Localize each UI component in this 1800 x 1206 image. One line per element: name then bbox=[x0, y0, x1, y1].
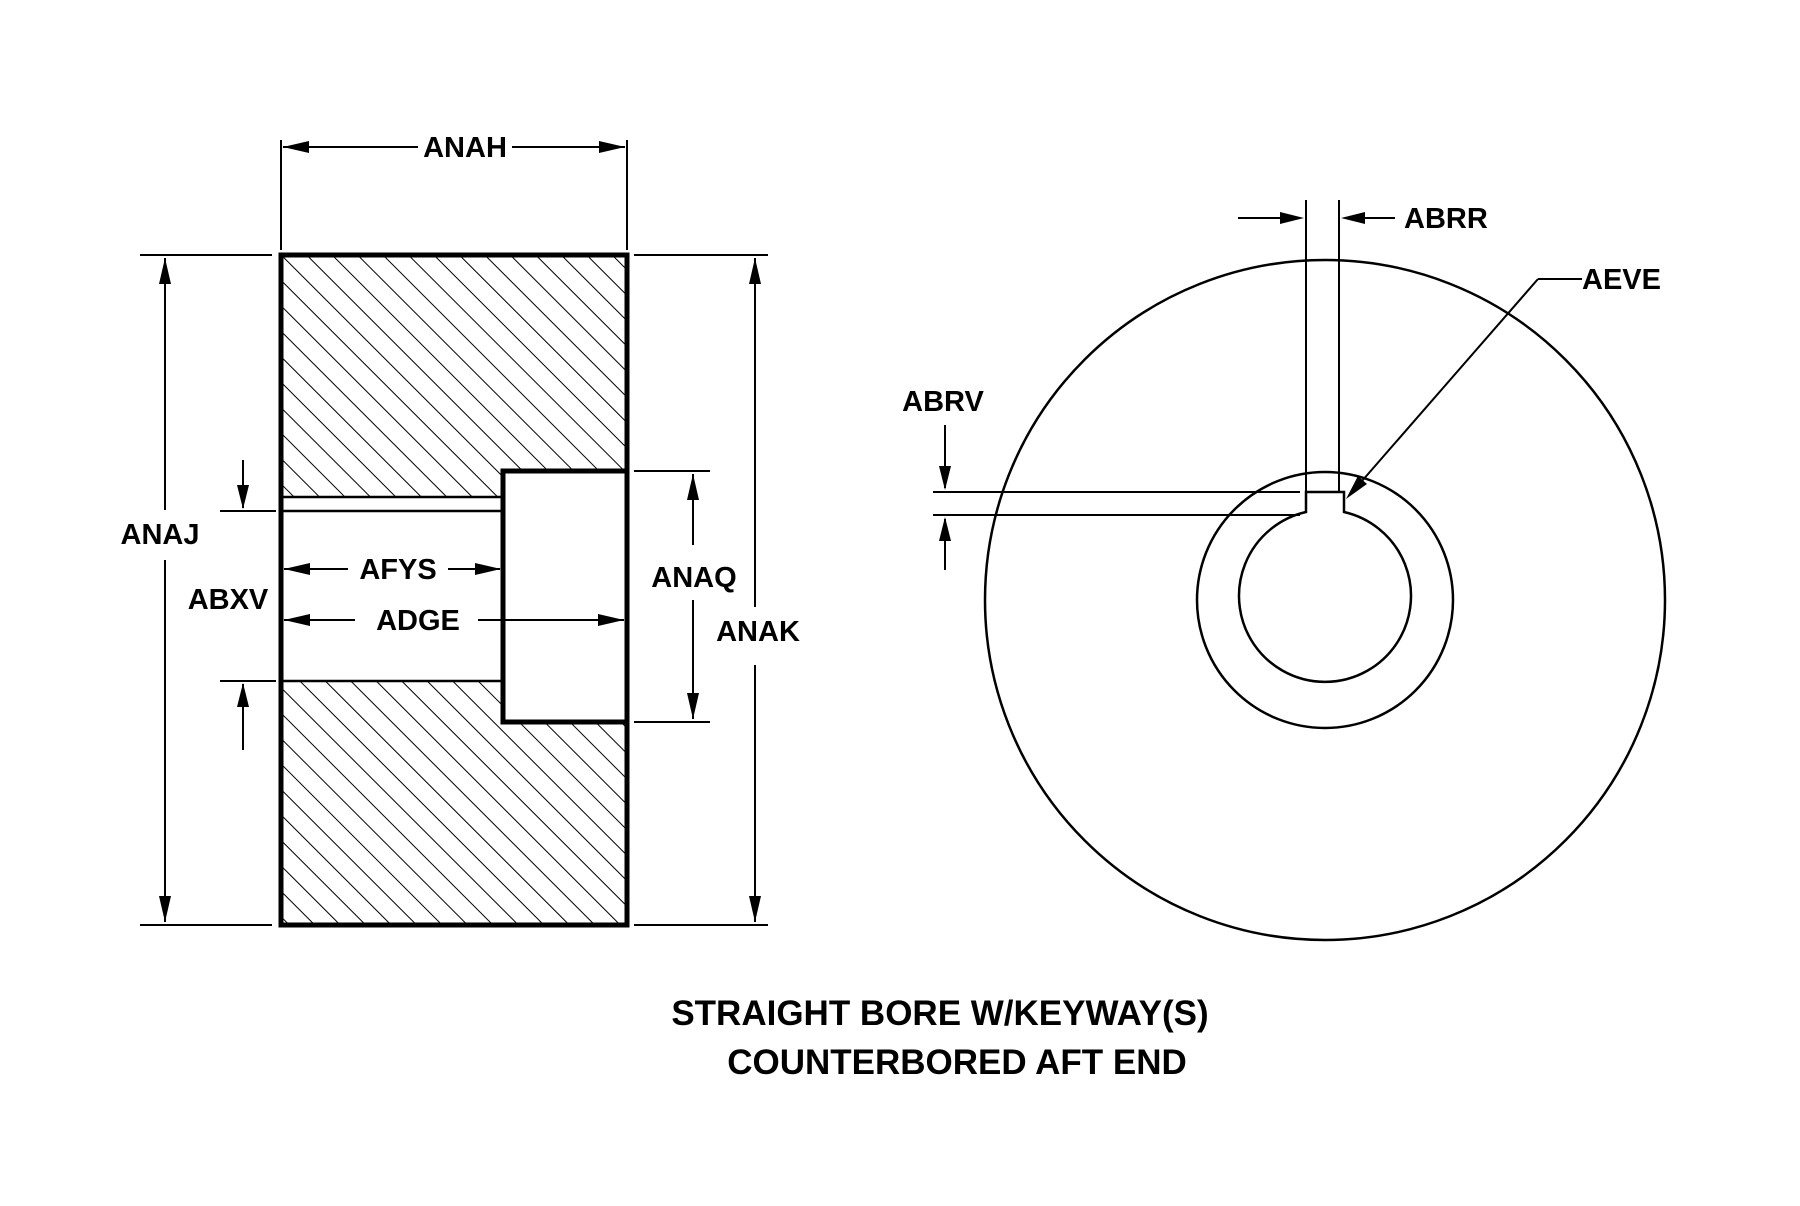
abxv-label: ABXV bbox=[188, 584, 269, 616]
adge-arrow-left bbox=[284, 614, 310, 626]
abxv-arrow-bottom bbox=[237, 683, 249, 707]
anah-arrow-left bbox=[283, 141, 309, 153]
section-view: ANAH ANAJ ABXV AFYS ADGE bbox=[121, 132, 800, 928]
aeve-label: AEVE bbox=[1582, 264, 1661, 296]
anaj-arrow-top bbox=[159, 258, 171, 284]
part-outline bbox=[278, 252, 630, 928]
adge-arrow-right bbox=[598, 614, 624, 626]
anaj-arrow-bottom bbox=[159, 896, 171, 922]
anaj-label: ANAJ bbox=[121, 519, 200, 551]
anaq-arrow-bottom bbox=[687, 693, 699, 719]
caption-line-1: STRAIGHT BORE W/KEYWAY(S) bbox=[671, 994, 1208, 1033]
abrv-arrow-bottom bbox=[939, 517, 951, 541]
anak-label: ANAK bbox=[716, 616, 800, 648]
bore-with-keyway bbox=[1237, 490, 1413, 684]
afys-label: AFYS bbox=[359, 554, 436, 586]
aeve-leader bbox=[1354, 278, 1539, 490]
anaq-label: ANAQ bbox=[651, 562, 736, 594]
abrr-label: ABRR bbox=[1404, 203, 1488, 235]
anak-arrow-top bbox=[749, 258, 761, 284]
abrr-arrow-left bbox=[1280, 212, 1304, 224]
caption-line-2: COUNTERBORED AFT END bbox=[727, 1043, 1187, 1082]
anaq-arrow-top bbox=[687, 474, 699, 500]
anah-label: ANAH bbox=[423, 132, 507, 164]
hatch-top bbox=[281, 255, 627, 497]
anah-arrow-right bbox=[599, 141, 625, 153]
counterbore-circle bbox=[1195, 470, 1455, 730]
outer-circle bbox=[983, 258, 1667, 942]
anak-arrow-bottom bbox=[749, 896, 761, 922]
abrv-label: ABRV bbox=[902, 386, 984, 418]
hatch-bottom bbox=[281, 681, 627, 925]
abrr-arrow-right bbox=[1341, 212, 1365, 224]
afys-arrow-right bbox=[475, 563, 501, 575]
counterbore-outline bbox=[500, 468, 627, 725]
end-view: ABRR AEVE ABRV bbox=[902, 200, 1667, 942]
aeve-arrow bbox=[1346, 476, 1367, 499]
abxv-arrow-top bbox=[237, 485, 249, 509]
abrv-arrow-top bbox=[939, 466, 951, 490]
afys-arrow-left bbox=[284, 563, 310, 575]
adge-label: ADGE bbox=[376, 605, 460, 637]
